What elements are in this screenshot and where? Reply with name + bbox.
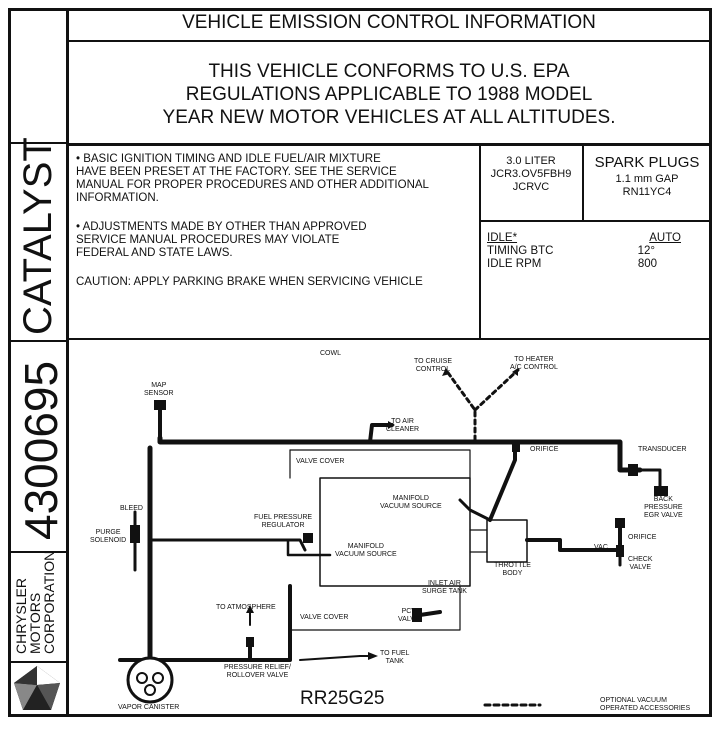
cowl-label: COWL [320, 350, 341, 357]
pcv-valve-icon [412, 608, 422, 622]
valve-cover-bottom-label: VALVE COVER [300, 614, 349, 621]
relief-valve-label: PRESSURE RELIEF/ROLLOVER VALVE [224, 664, 291, 679]
fuel-tank-arrow [368, 652, 378, 660]
orifice-top-icon [512, 442, 520, 452]
orifice-top-label: ORIFICE [530, 446, 559, 453]
valve-cover-top-label: VALVE COVER [296, 458, 345, 465]
side-rule-1 [8, 142, 68, 144]
air-cleaner-arrow [388, 421, 395, 429]
side-rule-2 [8, 340, 68, 342]
note-ignition: • BASIC IGNITION TIMING AND IDLE FUEL/AI… [76, 153, 429, 204]
purge-solenoid-icon [130, 525, 140, 543]
bleed-label: BLEED [120, 505, 143, 512]
service-notes: • BASIC IGNITION TIMING AND IDLE FUEL/AI… [76, 153, 476, 305]
side-divider [66, 8, 69, 717]
note-adjustments: • ADJUSTMENTS MADE BY OTHER THAN APPROVE… [76, 221, 367, 259]
side-rule-3 [8, 551, 68, 553]
headline: THIS VEHICLE CONFORMS TO U.S. EPA REGULA… [162, 61, 616, 128]
title-divider [66, 40, 712, 42]
orifice-right-label: ORIFICE [628, 534, 657, 541]
vac-label: VAC [594, 544, 608, 551]
throttle-body-outline [486, 519, 528, 563]
specs-divider [479, 144, 481, 339]
label-title: VEHICLE EMISSION CONTROL INFORMATION [182, 12, 596, 33]
transducer-icon [628, 464, 638, 476]
headline-divider [66, 143, 712, 146]
diagram-code: RR25G25 [300, 688, 385, 709]
valve-cover-top-outline [289, 449, 471, 479]
atmosphere-arrow [246, 605, 254, 613]
transducer-label: TRANSDUCER [638, 446, 687, 453]
atmosphere-label: TO ATMOSPHERE [216, 604, 276, 611]
main-vacuum-hose [157, 435, 643, 473]
idle-divider [480, 220, 712, 222]
info-divider [66, 338, 712, 340]
spark-plugs-heading: SPARK PLUGS [594, 154, 700, 171]
label-border [8, 8, 712, 717]
orifice-right-icon [615, 518, 625, 528]
engine-block-outline [319, 477, 471, 587]
note-caution: CAUTION: APPLY PARKING BRAKE WHEN SERVIC… [76, 276, 423, 288]
fuel-regulator-icon [303, 533, 313, 543]
vapor-canister-icon [126, 656, 174, 704]
relief-valve-icon [246, 637, 254, 647]
egr-valve-icon [654, 486, 668, 496]
map-sensor-icon [154, 400, 166, 410]
check-valve-icon [616, 545, 624, 557]
side-rule-4 [8, 661, 68, 663]
plugs-divider [582, 144, 584, 221]
vapor-canister-label: VAPOR CANISTER [118, 704, 180, 711]
